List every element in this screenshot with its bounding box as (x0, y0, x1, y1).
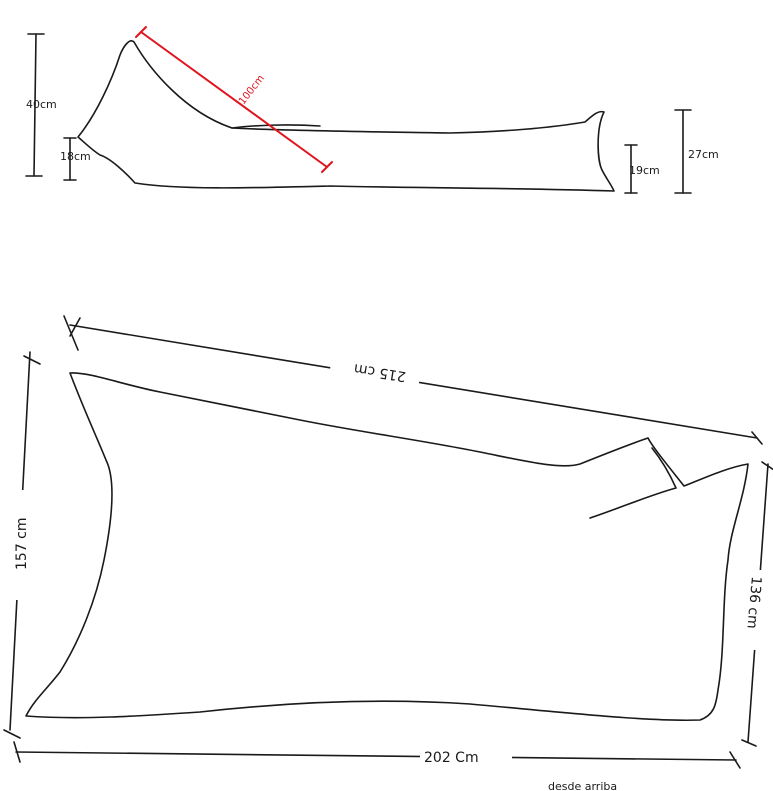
dim-left-side-tick-top (23, 355, 41, 365)
dim-bottom-edge-gap (420, 745, 512, 767)
dim-diagonal-tick-bottom (321, 161, 333, 173)
shape-flap-line (589, 447, 677, 519)
dim-top-edge-gap (328, 352, 422, 394)
label-right-side: 136 cm (743, 576, 764, 630)
label-left-side: 157 cm (14, 517, 30, 570)
label-height-right: 27cm (688, 148, 719, 161)
dim-right-side-tick-bottom (741, 739, 757, 747)
dim-bottom-edge-tick-left (13, 741, 21, 763)
dim-right-side-gap (744, 570, 773, 650)
shape-outline (25, 372, 749, 722)
label-note: desde arriba (548, 780, 617, 791)
dim-left-side-tick-bottom (3, 729, 21, 739)
label-bottom-edge: 202 Cm (424, 750, 479, 766)
dim-diagonal-tick-top (135, 26, 147, 38)
dim-bottom-edge (15, 751, 737, 761)
dim-top-edge-tick-right (751, 431, 763, 445)
label-height-right-small: 19cm (629, 164, 660, 177)
dim-top-edge-tick-left2 (69, 317, 81, 337)
profile-outline (77, 40, 615, 192)
label-height-left-small: 18cm (60, 150, 91, 163)
label-height-left: 40cm (26, 98, 57, 111)
top-down-view: 215 cm 157 cm 136 cm 202 Cm desde arriba (3, 315, 773, 791)
profile-fold-line (231, 124, 321, 129)
side-profile-view: 40cm 18cm 100cm 19cm 27cm (25, 26, 719, 194)
dim-left-height (33, 33, 37, 177)
dim-bottom-edge-tick-right (729, 751, 741, 769)
dim-left-side-gap (6, 490, 36, 600)
dim-diagonal (140, 31, 328, 168)
label-diagonal: 100cm (237, 73, 267, 107)
dim-right-side-tick-top (761, 461, 773, 471)
